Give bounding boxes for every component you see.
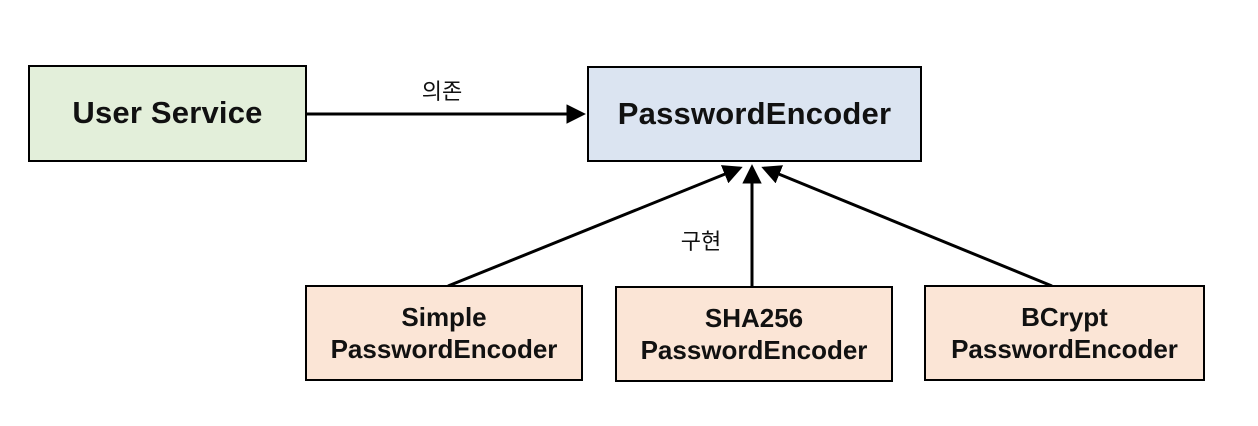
arrow-bcrypt-to-password-encoder [761,165,1053,288]
edge-label-dependency: 의존 [417,74,467,106]
node-simple-password-encoder: Simple PasswordEncoder [305,285,583,381]
node-simple-line1: Simple [401,301,487,332]
edge-label-implementation: 구현 [676,224,726,256]
node-bcrypt-line2: PasswordEncoder [951,334,1178,364]
node-simple-line2: PasswordEncoder [330,334,558,364]
node-sha256-password-encoder: SHA256 PasswordEncoder [615,286,893,382]
node-user-service: User Service [28,65,307,162]
node-sha256-line2: PasswordEncoder [640,335,868,365]
node-sha256-line1: SHA256 [704,302,804,333]
node-password-encoder: PasswordEncoder [587,66,922,162]
node-user-service-label: User Service [72,95,263,131]
node-password-encoder-label: PasswordEncoder [617,95,892,131]
node-bcrypt-line1: BCrypt [1021,301,1108,332]
node-bcrypt-password-encoder: BCrypt PasswordEncoder [924,285,1205,381]
